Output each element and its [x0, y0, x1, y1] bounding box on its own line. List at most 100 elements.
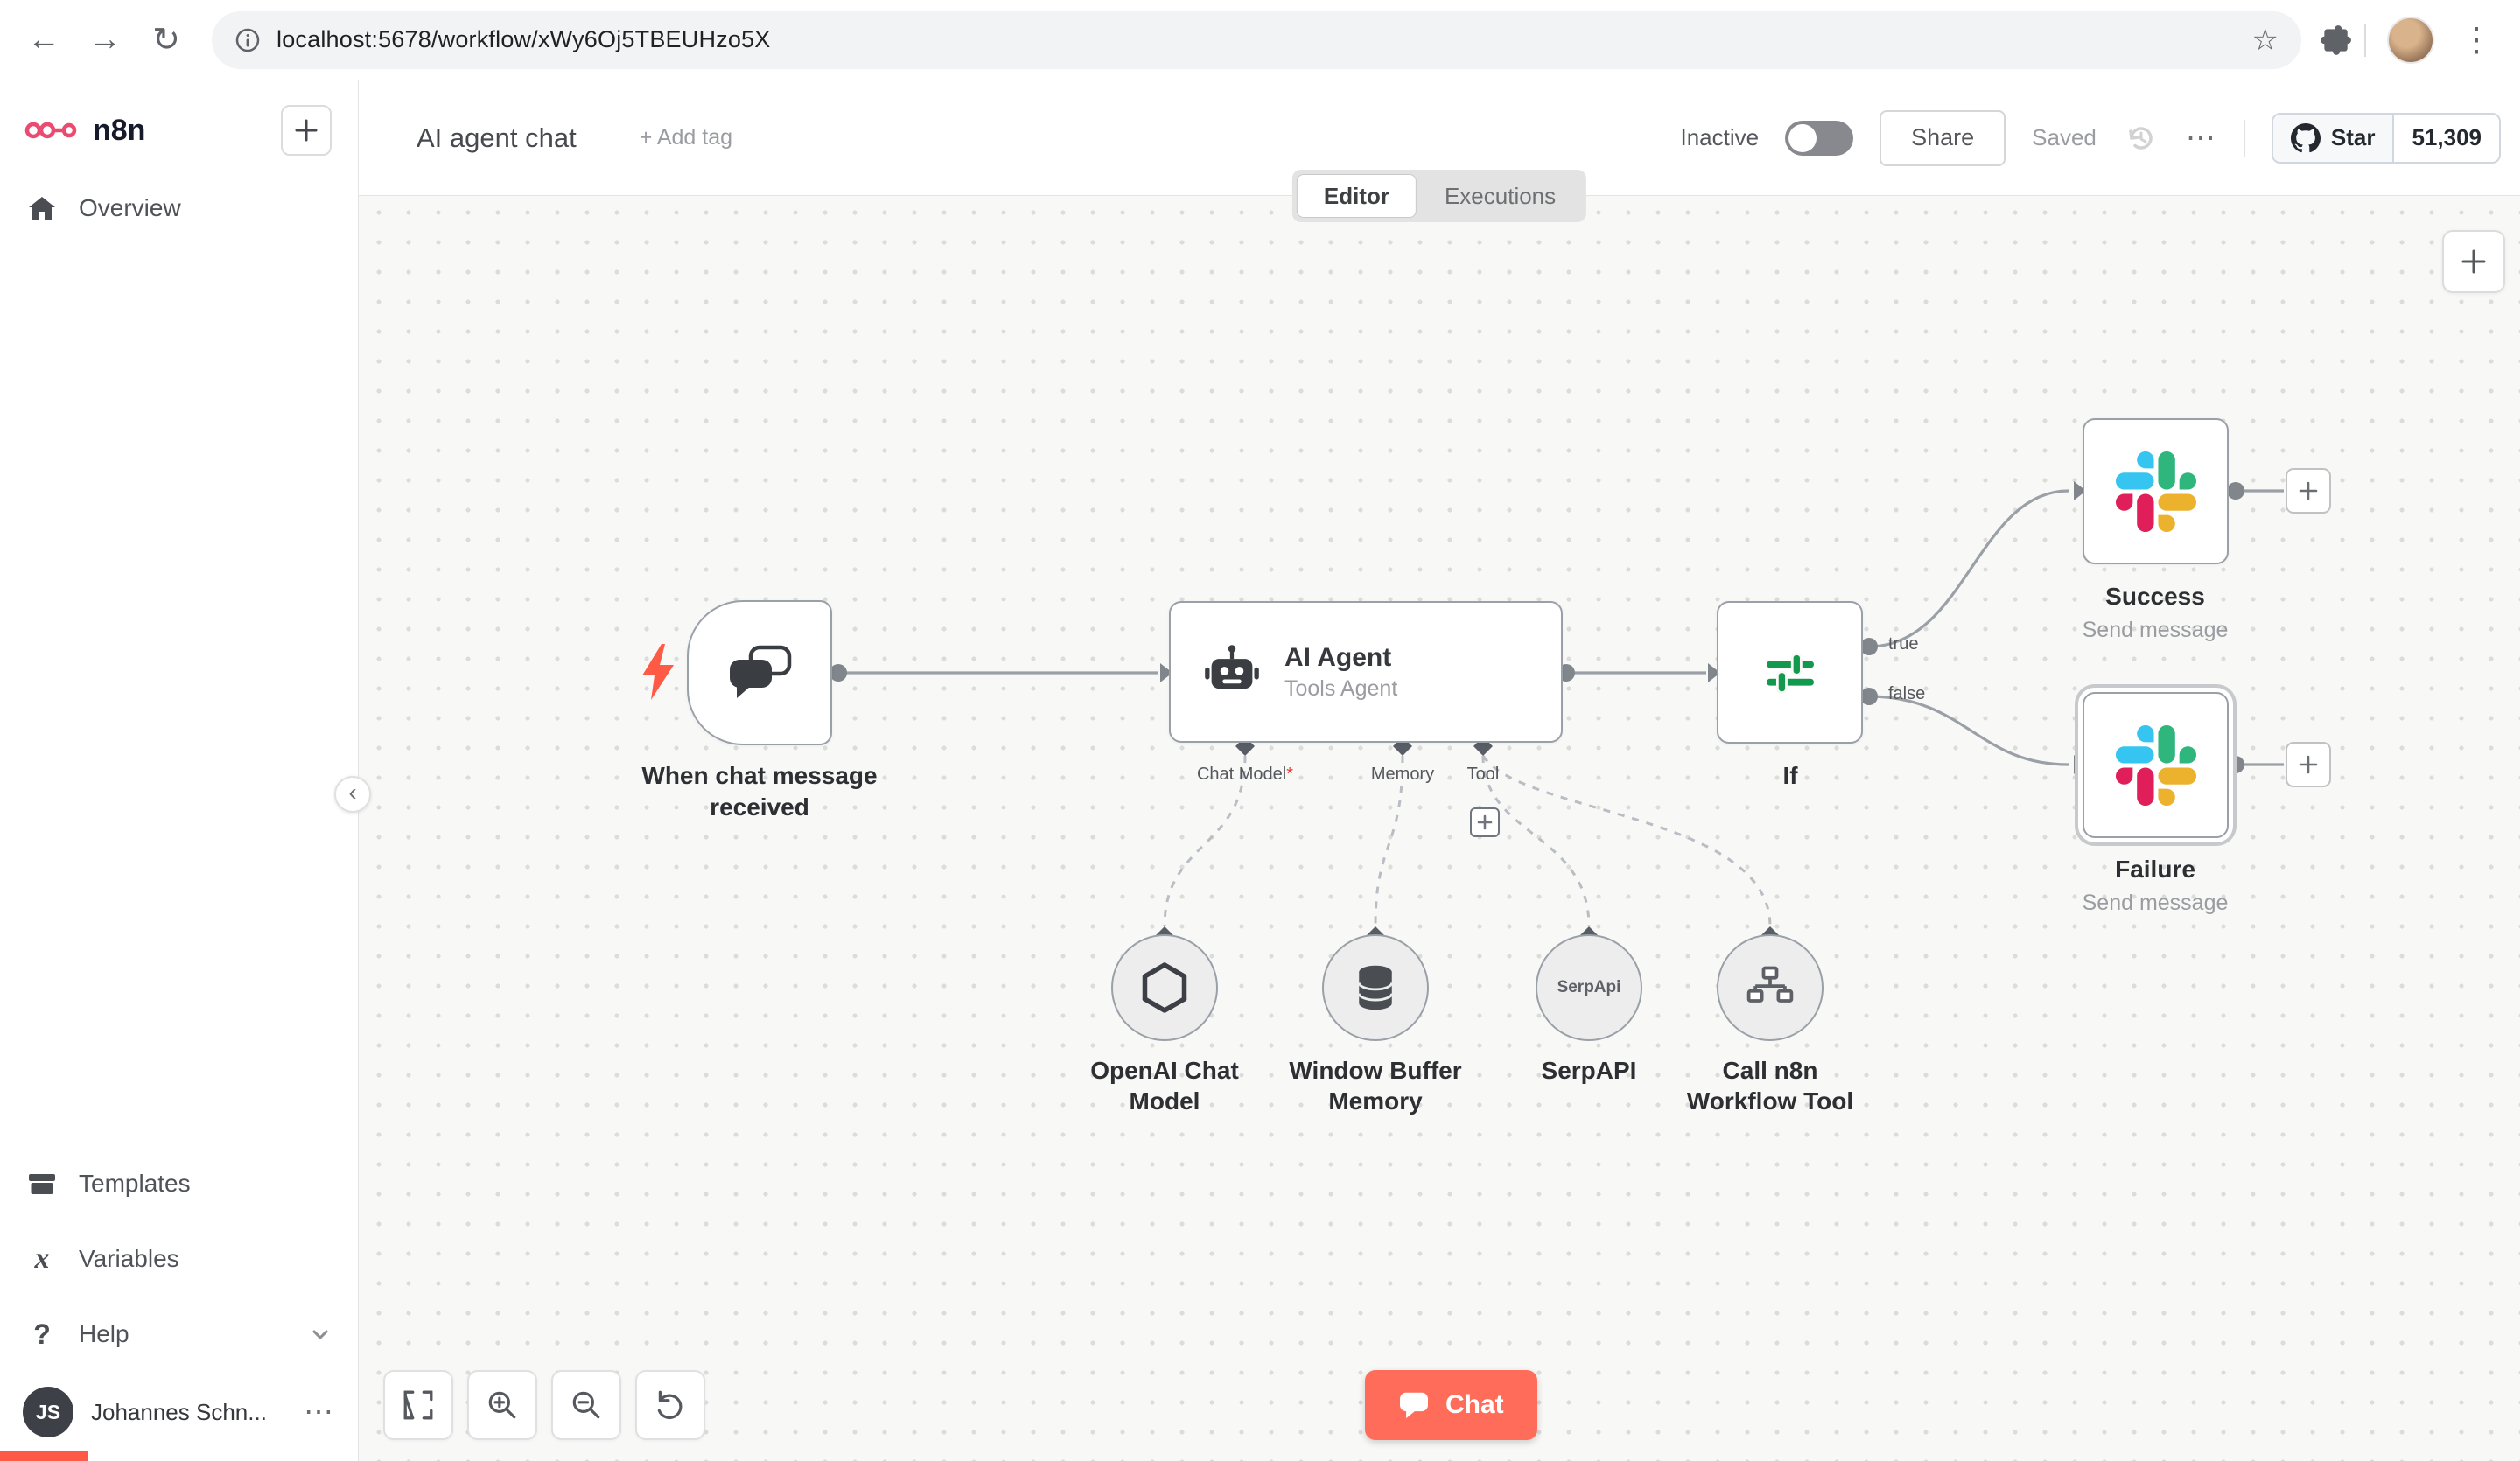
- github-star-button[interactable]: Star: [2272, 114, 2395, 162]
- serpapi-icon-text: SerpApi: [1557, 978, 1621, 996]
- back-icon[interactable]: ←: [27, 21, 60, 58]
- activation-status-label: Inactive: [1680, 124, 1760, 150]
- forward-icon[interactable]: →: [88, 21, 122, 58]
- add-node-after-failure-button[interactable]: [2286, 742, 2331, 787]
- share-button[interactable]: Share: [1880, 109, 2006, 166]
- node-ai-agent[interactable]: AI Agent Tools Agent: [1169, 601, 1563, 743]
- add-node-after-success-button[interactable]: [2286, 468, 2331, 514]
- chat-trigger-icon: [730, 645, 792, 698]
- n8n-logo[interactable]: n8n: [24, 114, 145, 148]
- node-serpapi[interactable]: SerpApi: [1536, 934, 1642, 1041]
- sidebar-item-label: Help: [79, 1320, 130, 1347]
- failure-node-subtitle: Send message: [2082, 891, 2229, 915]
- failure-input-arrow: [2074, 755, 2086, 774]
- bookmark-star-icon[interactable]: ☆: [2251, 23, 2278, 57]
- add-node-button[interactable]: [2442, 230, 2505, 293]
- header-divider: [2243, 119, 2245, 157]
- user-menu[interactable]: JS Johannes Schn... ⋯: [0, 1372, 358, 1452]
- sidebar-item-templates[interactable]: Templates: [0, 1146, 358, 1221]
- agent-title: AI Agent: [1284, 642, 1392, 672]
- tab-executions[interactable]: Executions: [1444, 182, 1557, 209]
- open-chat-button[interactable]: Chat: [1365, 1370, 1537, 1440]
- n8n-logo-icon: [24, 122, 77, 139]
- url-text[interactable]: localhost:5678/workflow/xWy6Oj5TBEUHzo5X: [276, 26, 771, 52]
- sidebar-item-label: Overview: [79, 194, 181, 221]
- sidebar-item-label: Templates: [79, 1170, 191, 1197]
- trigger-bolt-icon: [642, 644, 674, 700]
- reset-view-button[interactable]: [635, 1370, 705, 1440]
- bottom-left-accent: [0, 1451, 88, 1461]
- sidebar-item-help[interactable]: ? Help: [0, 1297, 358, 1372]
- port-label-tool: Tool: [1466, 765, 1500, 784]
- toolbar-divider: [2364, 23, 2366, 57]
- share-label: Share: [1911, 124, 1975, 150]
- node-openai-chat-model[interactable]: [1111, 934, 1218, 1041]
- add-tag-button[interactable]: + Add tag: [639, 125, 733, 150]
- github-star-widget[interactable]: Star 51,309: [2271, 112, 2501, 164]
- view-tabs: Editor Executions: [1292, 170, 1587, 222]
- sidebar-item-variables[interactable]: x Variables: [0, 1221, 358, 1297]
- buffer-memory-node-label: Window Buffer Memory: [1289, 1057, 1462, 1115]
- undo-icon: [657, 1390, 682, 1420]
- sidebar: n8n Overview Templates: [0, 80, 359, 1461]
- home-icon: [29, 197, 55, 220]
- zoom-in-button[interactable]: [467, 1370, 537, 1440]
- browser-menu-icon[interactable]: ⋮: [2460, 22, 2493, 59]
- openai-node-label: OpenAI Chat Model: [1090, 1057, 1239, 1115]
- node-failure[interactable]: [2082, 692, 2229, 838]
- node-success[interactable]: [2082, 418, 2229, 564]
- success-output-dot[interactable]: [2227, 482, 2244, 500]
- history-icon[interactable]: [2123, 120, 2160, 157]
- sidebar-item-overview[interactable]: Overview: [0, 177, 358, 240]
- plus-icon: [2299, 755, 2318, 774]
- reload-icon[interactable]: ↻: [152, 22, 180, 59]
- workflow-title[interactable]: AI agent chat: [416, 122, 577, 153]
- node-call-n8n-workflow-tool[interactable]: [1717, 934, 1824, 1041]
- database-icon: [1357, 965, 1394, 1010]
- success-node-subtitle: Send message: [2082, 618, 2229, 642]
- chat-button-label: Chat: [1446, 1390, 1504, 1419]
- plus-icon: [1477, 814, 1493, 830]
- edge-tool-to-n8ntool: [1481, 755, 1772, 927]
- github-star-count[interactable]: 51,309: [2412, 124, 2482, 150]
- node-window-buffer-memory[interactable]: [1322, 934, 1429, 1041]
- url-bar[interactable]: localhost:5678/workflow/xWy6Oj5TBEUHzo5X…: [212, 10, 2301, 69]
- failure-output-dot[interactable]: [2227, 756, 2244, 773]
- plus-icon: [295, 119, 318, 142]
- zoom-in-icon: [488, 1391, 516, 1419]
- edge-if-false-to-failure: [1868, 695, 2069, 766]
- n8n-tool-node-label: Call n8n Workflow Tool: [1686, 1057, 1854, 1115]
- activation-toggle[interactable]: [1785, 120, 1854, 156]
- workflow-menu-icon[interactable]: ⋯: [2185, 121, 2217, 155]
- node-if[interactable]: [1717, 601, 1863, 744]
- user-options-icon[interactable]: ⋯: [304, 1395, 335, 1429]
- workflow-canvas[interactable]: When chat message received AI Agent Tool…: [359, 196, 2520, 1461]
- add-workflow-button[interactable]: [281, 105, 332, 156]
- trigger-node-label: When chat message received: [641, 762, 878, 821]
- success-node-label: Success Send message: [2024, 581, 2286, 646]
- fit-view-icon: [403, 1390, 433, 1420]
- edge-memory-to-buffer: [1374, 755, 1404, 927]
- fit-view-button[interactable]: [383, 1370, 453, 1440]
- zoom-out-button[interactable]: [551, 1370, 621, 1440]
- zoom-out-icon: [572, 1391, 600, 1419]
- site-info-icon[interactable]: [234, 27, 261, 53]
- github-star-label: Star: [2330, 124, 2376, 150]
- if-false-output-dot[interactable]: [1860, 688, 1878, 705]
- plus-icon: [2461, 249, 2486, 274]
- browser-profile-avatar[interactable]: [2387, 16, 2434, 64]
- add-tool-button[interactable]: [1470, 807, 1500, 837]
- node-when-chat-message-received[interactable]: [687, 600, 832, 745]
- success-input-arrow: [2074, 481, 2086, 500]
- sidebar-item-label: Variables: [79, 1245, 179, 1272]
- if-node-label: If: [1782, 762, 1798, 789]
- trigger-output-dot[interactable]: [830, 664, 847, 682]
- if-true-output-dot[interactable]: [1860, 638, 1878, 655]
- collapse-sidebar-button[interactable]: ‹: [334, 776, 371, 813]
- extensions-puzzle-icon[interactable]: [2319, 24, 2352, 57]
- required-marker: *: [1286, 765, 1294, 784]
- user-avatar[interactable]: JS: [23, 1387, 74, 1437]
- serpapi-node-label: SerpAPI: [1541, 1057, 1637, 1084]
- tab-editor[interactable]: Editor: [1296, 174, 1417, 218]
